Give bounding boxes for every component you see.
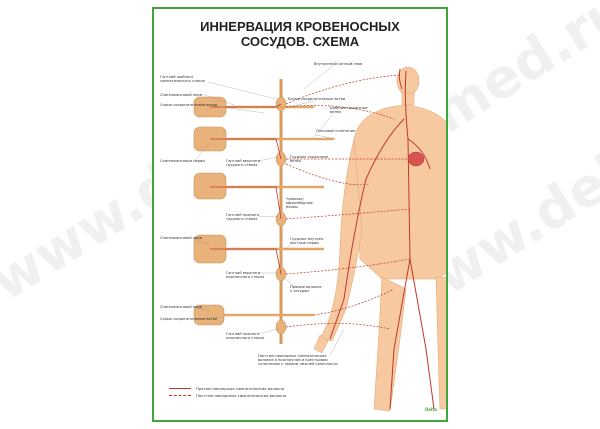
label-spinal-nerve-1: Спинномозговой нерв [160,93,202,97]
label-spinal-nerve-2: Спинномозговой нерв [160,236,202,240]
artery-tree [329,68,435,410]
postganglionic-fibers [285,74,411,330]
label-ganglion-cervical: Ганглий шейного симпатического ствола [160,75,205,84]
human-body [319,66,446,412]
label-gray-rami: Серые соединительные ветви [160,103,218,107]
leader-lines [193,64,345,357]
poster-title: ИННЕРВАЦИЯ КРОВЕНОСНЫХ СОСУДОВ. СХЕМА [154,19,446,49]
legend-item-post: Постганглионарные симпатические волокна [169,392,286,399]
label-spinal-nerve-3: Спинномозговой нерв [160,305,202,309]
legend-swatch-dashed [169,395,191,396]
label-ganglion-upper-lumbar: Ганглий верхнего поясничного ствола [226,271,265,280]
label-white-rami: Белые соединительные ветви [288,97,346,101]
title-line-2: СОСУДОВ. СХЕМА [240,34,360,49]
heart-icon [407,151,425,167]
label-gray-rami-2: Серые соединительные ветви [160,317,218,321]
publisher-logo: Delta [424,407,437,412]
label-direct-branches: Прямые волокна к сосудам [290,285,322,294]
label-thoracic-cardiac: Грудные сердечные ветви [290,155,329,164]
spinal-nerve-lines [224,105,334,317]
poster-frame: ИННЕРВАЦИЯ КРОВЕНОСНЫХ СОСУДОВ. СХЕМА [152,7,448,422]
preganglionic-fibers [210,103,282,275]
title-line-1: ИННЕРВАЦИЯ КРОВЕНОСНЫХ [200,19,400,34]
label-ganglion-upper-thoracic: Ганглий верхнего грудного ствола [226,159,261,168]
label-ganglion-lower-thoracic: Ганглий нижнего грудного ствола [226,213,260,222]
innervation-illustration [193,64,446,412]
label-spinal-nerves: Спинномозговые нервы [160,159,206,163]
legend-swatch-solid [169,388,191,389]
label-ganglion-lower-lumbar: Ганглий нижнего поясничного ствола [226,332,265,341]
label-thoracic-visceral: Грудные внутрен- ностные нервы [290,237,325,246]
legend-label-post: Постганглионарные симпатические волокна [196,393,287,398]
label-brachial-plexus: Плечевое сплетение [316,129,356,133]
label-cervical-cardiac: Шейные сердечные ветви [330,106,368,115]
spinal-segments [193,96,227,326]
legend: Преганглионарные симпатические волокна П… [169,385,286,399]
label-carotid-nerve: Внутренний сонный нерв [314,62,363,66]
label-postganglionic-note: Постганглионарные симпатические волокна … [258,354,338,367]
hand-icon [313,334,329,354]
legend-label-pre: Преганглионарные симпатические волокна [196,386,285,391]
legend-item-pre: Преганглионарные симпатические волокна [169,385,286,392]
label-splanchnic: Чревные/межреберные нервы [286,197,313,210]
